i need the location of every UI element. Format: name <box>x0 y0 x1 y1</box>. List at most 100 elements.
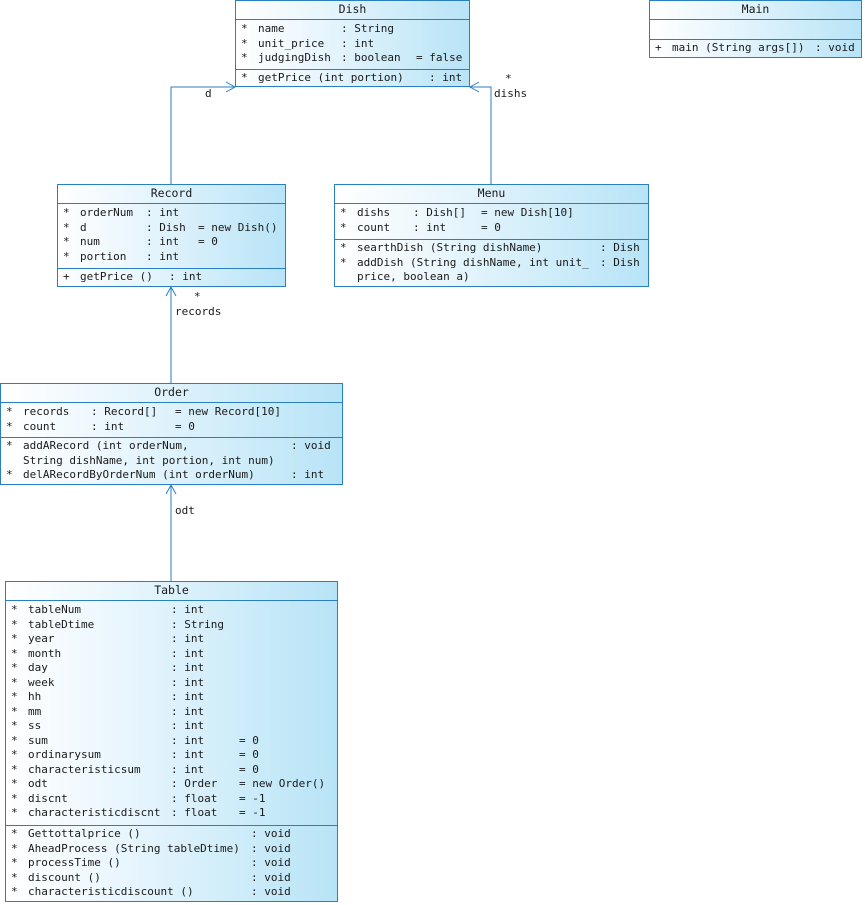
attributes-compartment: *tableNum: int*tableDtime: String*year: … <box>6 601 337 826</box>
attribute-name: sum <box>28 733 48 747</box>
attribute-type: : int <box>171 646 205 660</box>
operation-signature-continued: price, boolean a) <box>357 270 470 283</box>
operation-return-type: : int <box>169 270 203 283</box>
attribute-initial-value: = 0 <box>239 748 259 761</box>
attribute-initial-value: = 0 <box>481 220 501 234</box>
operation-signature: processTime () <box>28 856 121 869</box>
attribute-initial-value: = 0 <box>239 762 259 776</box>
attribute-type: : int <box>91 419 125 433</box>
attribute-initial-value: = -1 <box>239 806 266 819</box>
association-role-dishs: dishs <box>494 87 528 100</box>
attribute-name: ss <box>28 719 42 732</box>
attribute-type: : String <box>341 22 394 35</box>
attribute-initial-value: = 0 <box>239 733 259 747</box>
attribute-type: : Order <box>171 777 218 790</box>
operation-return-type: : Dish <box>600 241 640 254</box>
attribute-type: : int <box>341 36 375 50</box>
operation-row: *discount (): void <box>6 871 337 886</box>
attribute-type: : int <box>171 719 205 732</box>
visibility-marker: * <box>63 249 70 263</box>
visibility-marker: * <box>63 206 70 219</box>
operation-return-type: : void <box>251 885 291 898</box>
menu-dish-association <box>470 86 492 184</box>
attribute-name: characteristicsum <box>28 762 141 776</box>
attribute-row: *unit_price: int <box>236 37 469 52</box>
attribute-initial-value: = new Dish() <box>198 220 278 234</box>
operation-signature-continued: String dishName, int portion, int num) <box>23 453 275 467</box>
attribute-row: *hh: int <box>6 690 337 705</box>
order-record-arrowhead <box>165 285 177 297</box>
attribute-row: *year: int <box>6 632 337 647</box>
operation-row: *addDish (String dishName, int unit_pric… <box>335 256 648 285</box>
attribute-name: orderNum <box>80 206 133 219</box>
attribute-row: *discnt: float= -1 <box>6 792 337 807</box>
visibility-marker: * <box>11 704 18 718</box>
attribute-type: : Dish[] <box>413 206 466 219</box>
attribute-row: *name: String <box>236 22 469 37</box>
operation-row: *getPrice (int portion): int <box>236 71 469 86</box>
visibility-marker: * <box>340 206 347 219</box>
class-title: Menu <box>335 185 648 204</box>
visibility-marker: * <box>340 220 347 234</box>
attribute-row: *tableDtime: String <box>6 618 337 633</box>
attribute-initial-value: = new Record[10] <box>175 405 281 418</box>
attribute-row: *count: int= 0 <box>335 221 648 236</box>
class-title: Record <box>58 185 285 204</box>
attribute-row: *d: Dish= new Dish() <box>58 221 285 236</box>
attribute-type: : int <box>171 690 205 703</box>
attribute-name: tableDtime <box>28 617 95 631</box>
attribute-row: *orderNum: int <box>58 206 285 221</box>
operation-row: +getPrice (): int <box>58 270 285 285</box>
attribute-initial-value: = -1 <box>239 791 266 805</box>
class-table[interactable]: Table *tableNum: int*tableDtime: String*… <box>5 581 338 902</box>
visibility-marker: * <box>11 603 18 616</box>
attribute-row: *day: int <box>6 661 337 676</box>
operation-return-type: : Dish <box>600 255 640 269</box>
class-main[interactable]: Main +main (String args[]): void <box>649 0 862 58</box>
operation-signature: characteristicdiscount () <box>28 885 194 898</box>
operation-signature: AheadProcess (String tableDtime) <box>28 841 240 855</box>
visibility-marker: * <box>11 827 18 840</box>
visibility-marker: * <box>11 719 18 732</box>
association-multiplicity-records: * <box>194 290 201 303</box>
attribute-type: : int <box>171 748 205 761</box>
attribute-name: records <box>23 405 70 418</box>
visibility-marker: * <box>11 870 18 884</box>
attribute-name: judgingDish <box>258 51 331 64</box>
visibility-marker: * <box>11 762 18 776</box>
attribute-row: * ss : int <box>6 719 337 734</box>
attribute-type: : int <box>146 235 180 248</box>
attribute-row: *mm: int <box>6 705 337 720</box>
attribute-name: odt <box>28 777 48 790</box>
visibility-marker: * <box>6 439 13 452</box>
class-order[interactable]: Order *records: Record[]= new Record[10]… <box>0 383 343 485</box>
attribute-name: count <box>23 419 57 433</box>
visibility-marker: * <box>340 255 347 269</box>
association-role-records: records <box>175 305 222 318</box>
operation-row: *AheadProcess (String tableDtime): void <box>6 842 337 857</box>
visibility-marker: + <box>63 270 70 283</box>
visibility-marker: + <box>655 41 662 54</box>
attribute-type: : float <box>171 806 218 819</box>
class-title: Main <box>650 1 861 20</box>
attribute-row: *dishs: Dish[]= new Dish[10] <box>335 206 648 221</box>
visibility-marker: * <box>63 235 70 248</box>
class-record[interactable]: Record *orderNum: int*d: Dish= new Dish(… <box>57 184 286 287</box>
class-menu[interactable]: Menu *dishs: Dish[]= new Dish[10]*count:… <box>334 184 649 287</box>
visibility-marker: * <box>11 675 18 689</box>
operation-row: *processTime (): void <box>6 856 337 871</box>
operation-return-type: : void <box>251 841 291 855</box>
visibility-marker: * <box>11 661 18 674</box>
operations-compartment: +main (String args[]): void <box>650 40 861 57</box>
attribute-initial-value: = 0 <box>198 235 218 248</box>
operation-signature: discount () <box>28 870 101 884</box>
attribute-name: characteristicdiscnt <box>28 806 161 819</box>
record-dish-arrowhead <box>225 81 237 93</box>
attribute-type: : String <box>171 617 224 631</box>
operations-compartment: *addARecord (int orderNum,String dishNam… <box>1 438 342 484</box>
visibility-marker: * <box>6 468 13 481</box>
attribute-name: unit_price <box>258 36 325 50</box>
operation-row: *Gettottalprice (): void <box>6 827 337 842</box>
attribute-initial-value: = false <box>416 51 463 64</box>
class-dish[interactable]: Dish *name: String*unit_price: int*judgi… <box>235 0 470 87</box>
